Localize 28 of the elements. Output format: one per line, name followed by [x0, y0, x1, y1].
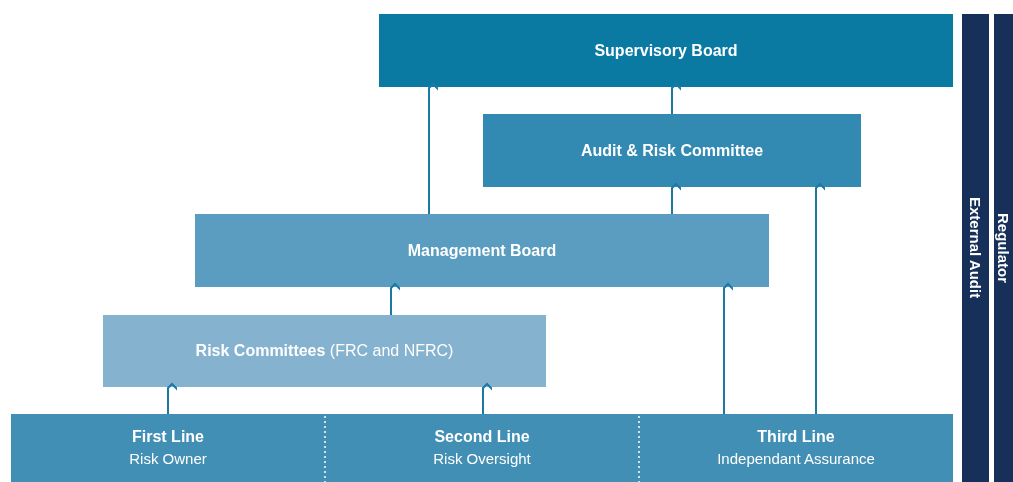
arrow: [165, 383, 179, 415]
line-title: First Line: [132, 427, 204, 447]
committee-box: [103, 315, 546, 387]
line-of-defense-section: [639, 414, 953, 482]
committee-box: [483, 114, 861, 187]
external-band: [962, 14, 989, 482]
governance-box: [195, 214, 769, 287]
arrow: [480, 383, 494, 415]
box-title: Management Board: [407, 240, 557, 261]
arrow: [669, 183, 683, 215]
band-label: External Audit: [968, 197, 983, 299]
arrow: [813, 183, 827, 415]
external-band: [994, 14, 1013, 482]
box-title: Supervisory Board: [594, 40, 738, 61]
arrow: [426, 83, 440, 215]
band-label: Regulator: [996, 213, 1011, 283]
arrow: [669, 83, 683, 115]
box-title: Risk Committees (FRC and NFRC): [195, 341, 454, 361]
arrow: [721, 283, 735, 415]
governance-box: [379, 14, 953, 87]
line-title: Second Line: [434, 427, 530, 447]
line-of-defense-section: [11, 414, 325, 482]
box-title: Audit & Risk Committee: [580, 140, 764, 161]
line-role: Risk Owner: [129, 449, 207, 469]
line-role: Independant Assurance: [717, 449, 875, 469]
line-title: Third Line: [757, 427, 835, 447]
line-role: Risk Oversight: [433, 449, 531, 469]
arrow: [388, 283, 402, 316]
